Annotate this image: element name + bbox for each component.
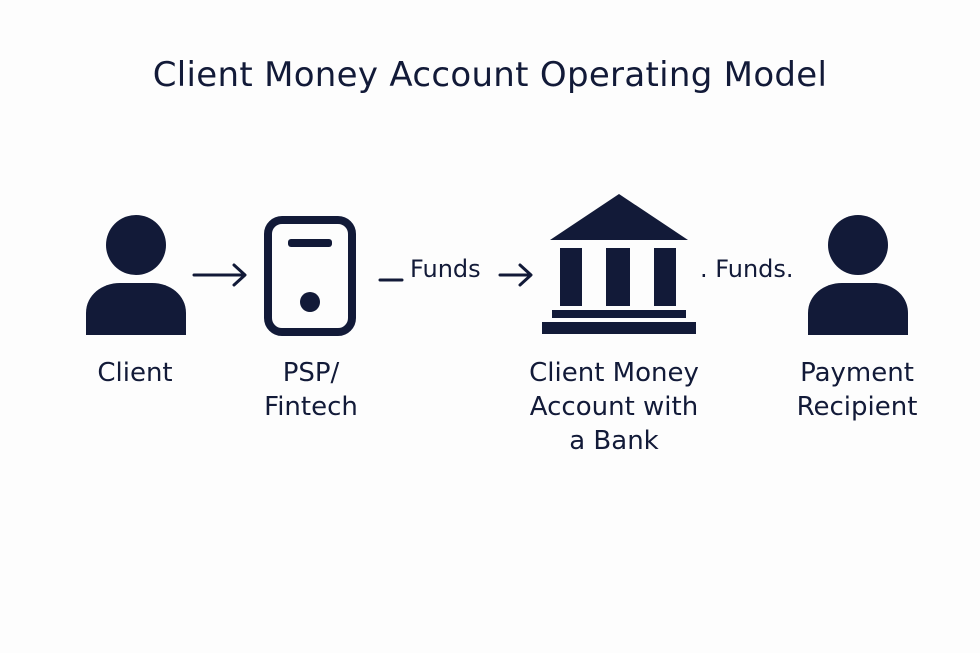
node-label-client: Client	[60, 356, 210, 390]
node-label-line: PSP/	[282, 358, 340, 388]
edge-label-funds-1: Funds	[410, 255, 481, 283]
node-label-line: Account with	[529, 392, 699, 422]
node-label-line: Client Money	[529, 358, 699, 388]
node-label-recipient: Payment Recipient	[772, 356, 942, 424]
node-label-line: Recipient	[796, 392, 918, 422]
arrow-psp-to-bank	[498, 262, 536, 292]
dash-psp-to-bank	[378, 268, 404, 287]
node-label-line: a Bank	[569, 426, 659, 456]
client-person-icon	[84, 215, 188, 337]
page-title: Client Money Account Operating Model	[152, 55, 828, 95]
edge-label-funds-2: . Funds.	[700, 255, 794, 283]
node-label-line: Payment	[800, 358, 914, 388]
node-label-line: Client	[97, 358, 173, 388]
node-label-psp: PSP/ Fintech	[236, 356, 386, 424]
node-label-line: Fintech	[264, 392, 358, 422]
arrow-client-to-psp	[192, 262, 250, 292]
recipient-person-icon	[806, 215, 910, 337]
psp-device-icon	[264, 216, 356, 336]
node-label-bank: Client Money Account with a Bank	[504, 356, 724, 458]
bank-icon	[540, 192, 698, 336]
